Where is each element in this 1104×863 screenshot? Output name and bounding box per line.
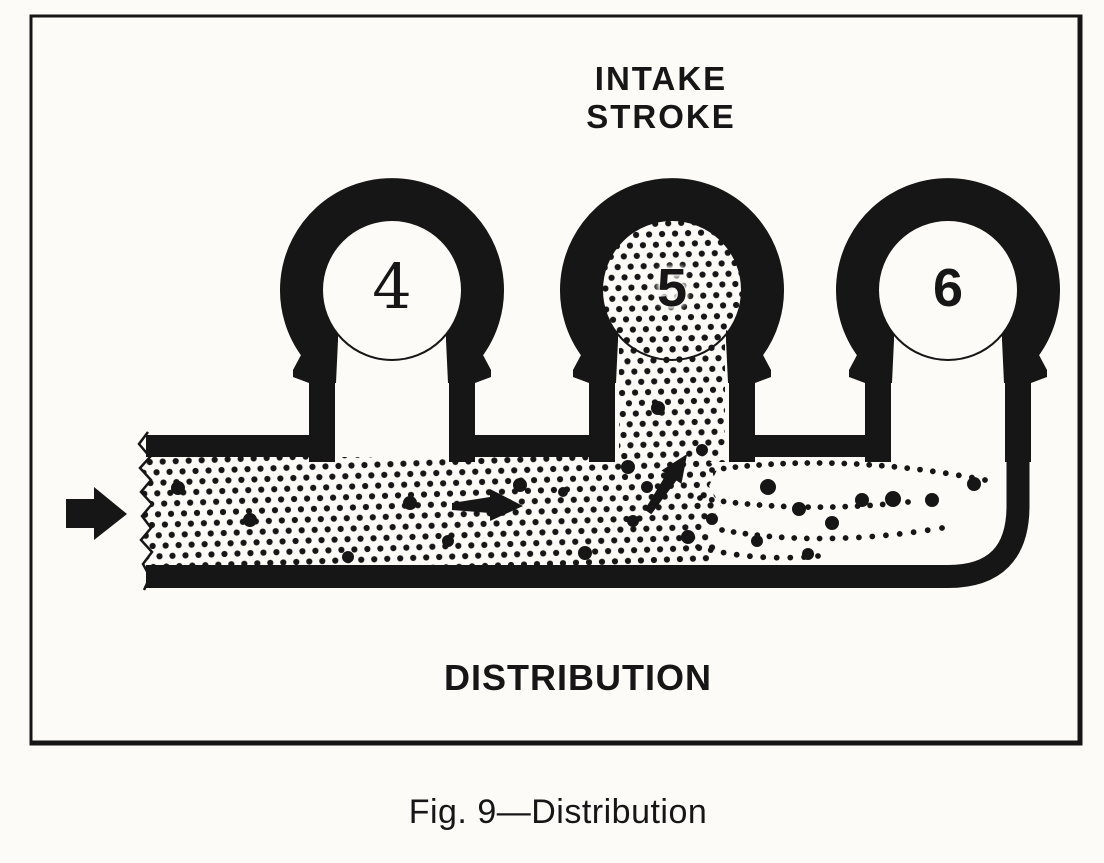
break-edge-line	[137, 431, 154, 591]
flow-arrow-right-icon	[452, 489, 523, 521]
fuel-droplets	[171, 401, 981, 563]
mixture-dots-streams	[695, 460, 988, 561]
cylinder-number-5: 5	[656, 258, 688, 318]
intake-runner-6	[836, 178, 1060, 462]
intake-stroke-line2: STROKE	[586, 98, 736, 135]
figure-frame	[29, 14, 1083, 746]
cylinder-number-4: 4	[372, 250, 412, 323]
intake-runner-4	[280, 178, 504, 462]
cylinder-bore-4	[321, 219, 463, 361]
cylinder-number-6: 6	[932, 258, 964, 318]
cylinder-bore-5	[601, 219, 743, 361]
manifold-runner-walls	[146, 428, 1030, 588]
inlet-arrow-icon	[66, 487, 127, 540]
distribution-label: DISTRIBUTION	[444, 657, 712, 698]
intake-stroke-label: INTAKE STROKE	[586, 60, 736, 136]
mixture-dots-runner	[140, 457, 721, 565]
cylinder-bore-6	[877, 219, 1019, 361]
intake-runner-5	[560, 178, 784, 462]
figure-caption: Fig. 9—Distribution	[408, 793, 708, 831]
intake-stroke-line1: INTAKE	[594, 60, 728, 97]
flow-arrow-up-right-icon	[644, 453, 688, 515]
